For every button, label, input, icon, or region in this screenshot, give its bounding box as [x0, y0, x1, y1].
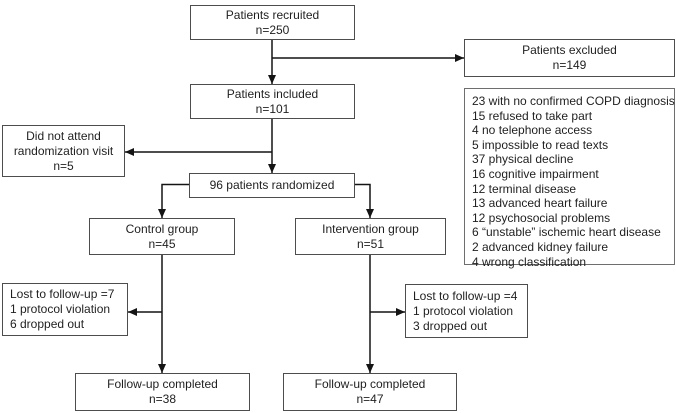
- box-lost-to-followup-control: Lost to follow-up =7 1 protocol violatio…: [2, 283, 128, 336]
- exclusion-reason: 13 advanced heart failure: [472, 196, 608, 211]
- box-text-line: 96 patients randomized: [209, 178, 335, 192]
- box-text-line: 1 protocol violation: [10, 302, 111, 316]
- box-patients-randomized: 96 patients randomized: [189, 173, 355, 198]
- connector-randomized-to-control: [158, 183, 189, 218]
- box-text-line: Follow-up completed: [107, 377, 218, 391]
- box-text-line: n=101: [255, 101, 290, 116]
- exclusion-reason: 37 physical decline: [472, 152, 574, 167]
- box-text-line: n=47: [356, 392, 384, 406]
- box-patients-recruited: Patients recruited n=250: [190, 5, 355, 40]
- box-text-line: n=5: [53, 158, 74, 173]
- box-text-line: Did not attend: [26, 128, 101, 143]
- exclusion-reason: 4 no telephone access: [472, 123, 593, 138]
- exclusion-reason: 2 advanced kidney failure: [472, 239, 609, 254]
- exclusion-reason: 23 with no confirmed COPD diagnosis: [472, 94, 675, 108]
- box-followup-completed-intervention: Follow-up completed n=47: [283, 373, 457, 411]
- exclusion-reason: 6 “unstable” ischemic heart disease: [472, 225, 661, 240]
- box-text-line: Control group: [125, 221, 199, 236]
- box-text-line: n=45: [148, 236, 176, 251]
- box-text-line: Patients recruited: [225, 7, 320, 22]
- box-text-line: Patients included: [226, 86, 319, 101]
- exclusion-reason: 5 impossible to read texts: [472, 137, 609, 152]
- box-text-line: Follow-up completed: [314, 377, 426, 391]
- box-text-line: n=149: [552, 58, 587, 72]
- box-text-line: Patients excluded: [522, 43, 617, 57]
- box-intervention-group: Intervention group n=51: [295, 218, 446, 255]
- box-followup-completed-control: Follow-up completed n=38: [75, 373, 250, 411]
- box-exclusion-reasons: 23 with no confirmed COPD diagnosis 15 r…: [464, 88, 675, 269]
- box-text-line: Lost to follow-up =4: [413, 288, 518, 303]
- exclusion-reason: 12 terminal disease: [472, 181, 577, 196]
- box-text-line: 1 protocol violation: [413, 303, 514, 318]
- box-text-line: n=38: [148, 392, 177, 406]
- box-control-group: Control group n=45: [89, 218, 235, 255]
- exclusion-reason: 4 wrong classification: [472, 254, 587, 269]
- box-text-line: 6 dropped out: [10, 317, 85, 331]
- box-text-line: randomization visit: [13, 143, 114, 158]
- box-patients-included: Patients included n=101: [190, 84, 355, 119]
- connector-randomized-to-intervention: [355, 183, 374, 218]
- exclusion-reason: 12 psychosocial problems: [472, 210, 611, 225]
- exclusion-reason: 16 cognitive impairment: [472, 166, 599, 181]
- box-text-line: n=51: [356, 236, 385, 251]
- box-text-line: n=250: [255, 22, 290, 37]
- box-text-line: 3 dropped out: [413, 318, 488, 333]
- box-patients-excluded: Patients excluded n=149: [464, 39, 675, 77]
- exclusion-reason: 15 refused to take part: [472, 108, 593, 123]
- box-text-line: Intervention group: [322, 221, 419, 236]
- box-did-not-attend: Did not attend randomization visit n=5: [2, 125, 125, 177]
- box-text-line: Lost to follow-up =7: [10, 287, 115, 301]
- box-lost-to-followup-intervention: Lost to follow-up =4 1 protocol violatio…: [405, 284, 528, 338]
